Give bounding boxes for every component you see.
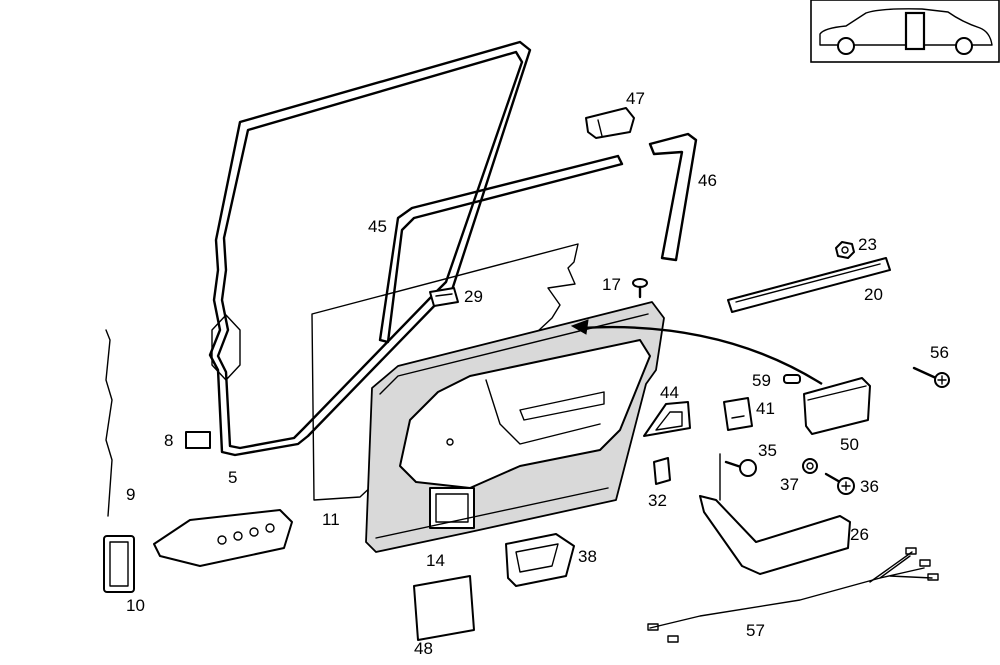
callout-37: 37 [780, 475, 799, 494]
callout-32: 32 [648, 491, 667, 510]
callout-14: 14 [426, 551, 445, 570]
callout-56: 56 [930, 343, 949, 362]
part-5-door-seal [208, 40, 532, 457]
part-36-screw [824, 472, 855, 495]
callout-57: 57 [746, 621, 765, 640]
callout-38: 38 [578, 547, 597, 566]
part-10-handle-cover [103, 535, 135, 593]
part-41-switch [723, 397, 753, 431]
callout-11: 11 [322, 510, 340, 529]
part-11-vapor-barrier [311, 243, 579, 501]
part-44-bezel [643, 401, 691, 437]
callout-36: 36 [860, 477, 879, 496]
callout-5: 5 [228, 468, 237, 487]
part-26-pull-handle [699, 453, 851, 575]
part-46-seal-strip [648, 132, 698, 262]
callout-48: 48 [414, 639, 433, 658]
callout-47: 47 [626, 89, 645, 108]
part-48-cover [413, 575, 475, 641]
callout-45: 45 [368, 217, 387, 236]
callout-35: 35 [758, 441, 777, 460]
part-35-bolt [724, 459, 757, 477]
part-14-door-panel [365, 301, 665, 553]
part-9-lock-rod [105, 329, 113, 517]
part-32-clip [653, 457, 671, 485]
callout-10: 10 [126, 596, 145, 615]
part-17-screw [632, 278, 648, 299]
part-23-nut [835, 241, 855, 259]
callout-23: 23 [858, 235, 877, 254]
callout-8: 8 [164, 431, 173, 450]
part-56-screw [912, 366, 950, 388]
connection-arrow [570, 319, 823, 386]
callout-20: 20 [864, 285, 883, 304]
part-29-clip [429, 287, 459, 307]
part-47-cap [585, 107, 635, 139]
callout-46: 46 [698, 171, 717, 190]
callout-41: 41 [756, 399, 775, 418]
car-side-rear-door-icon [810, 0, 1000, 63]
callout-50: 50 [840, 435, 859, 454]
callout-59: 59 [752, 371, 771, 390]
callout-29: 29 [464, 287, 483, 306]
callout-44: 44 [660, 383, 679, 402]
part-38-ashtray [505, 533, 575, 587]
part-59-bulb [783, 374, 801, 384]
callout-26: 26 [850, 525, 869, 544]
part-37-nut [802, 458, 818, 474]
part-lock-mechanism [153, 509, 293, 567]
callout-9: 9 [126, 485, 135, 504]
part-57-wiring-harness [647, 547, 939, 643]
part-45-window-channel [378, 154, 624, 344]
part-20-trim-strip [727, 257, 891, 313]
part-8-clip [185, 431, 211, 449]
part-50-light-housing [803, 377, 871, 435]
callout-labels: 5 8 9 10 11 14 17 20 23 26 29 32 35 36 3… [126, 89, 949, 658]
callout-17: 17 [602, 275, 621, 294]
